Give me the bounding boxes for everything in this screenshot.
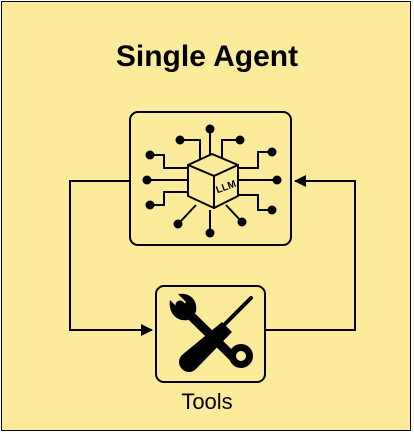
diagram-title: Single Agent: [115, 40, 299, 73]
tools-label: Tools: [181, 389, 233, 414]
neural-chip-nodes: [142, 124, 282, 238]
llm-cube: [187, 153, 239, 209]
wrench-screwdriver-icon: [169, 293, 253, 372]
neural-chip-icon: [150, 132, 275, 230]
llm-to-tools-arrow: [69, 180, 153, 336]
tools-to-llm-arrow: [265, 175, 356, 331]
